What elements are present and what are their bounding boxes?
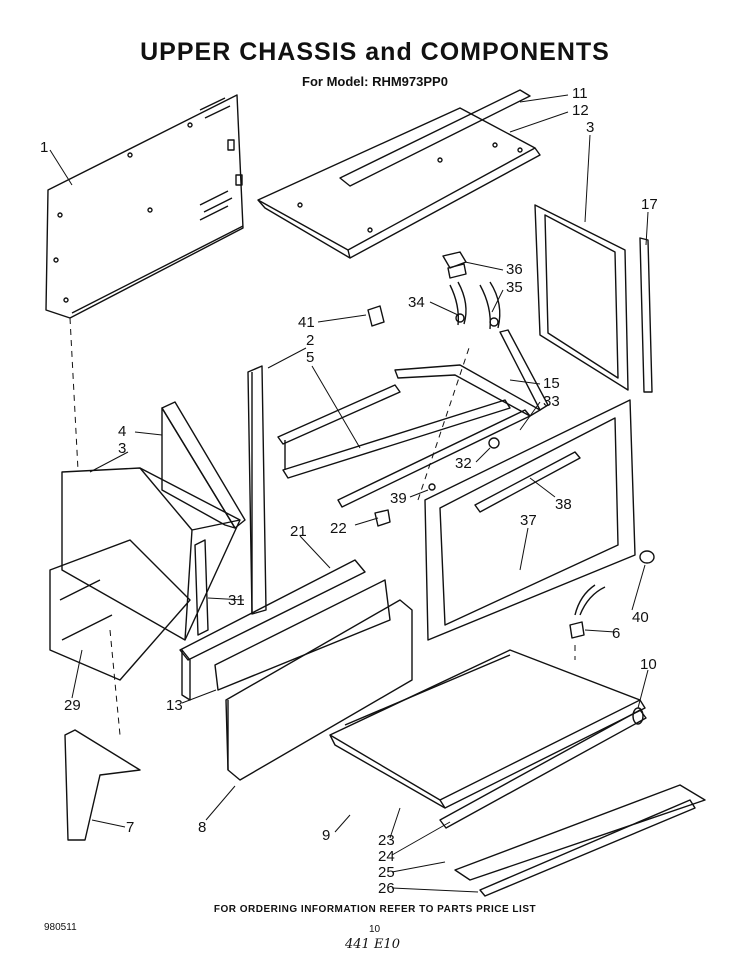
callout-11: 11	[572, 85, 588, 102]
callout-21: 21	[290, 523, 307, 540]
part-side-panel	[45, 94, 244, 319]
part-lower-panel	[225, 599, 413, 781]
part-rail-frame	[277, 364, 541, 508]
callout-1: 1	[40, 139, 49, 156]
page-title: UPPER CHASSIS and COMPONENTS	[140, 38, 610, 66]
page-number: 10	[369, 924, 381, 935]
callout-6: 6	[612, 625, 621, 642]
callout-3-top: 3	[586, 119, 595, 136]
part-top-chassis	[257, 89, 541, 259]
callout-38: 38	[555, 496, 572, 513]
ordering-note: FOR ORDERING INFORMATION REFER TO PARTS …	[213, 904, 537, 915]
leader-lines	[49, 94, 649, 893]
part-bottom-panel	[49, 539, 191, 681]
callout-8: 8	[198, 819, 207, 836]
callout-7: 7	[126, 819, 135, 836]
model-subtitle: For Model: RHM973PP0	[302, 74, 448, 89]
part-box-housing	[61, 467, 241, 641]
part-vertical-strip	[639, 237, 653, 393]
alignment-lines	[69, 317, 576, 736]
callout-36: 36	[506, 261, 523, 278]
handwritten-note: 441 E10	[345, 937, 400, 952]
part-lamp-reflector	[439, 707, 706, 897]
callout-22: 22	[330, 520, 347, 537]
callout-34: 34	[408, 294, 425, 311]
callout-5: 5	[306, 349, 315, 366]
callout-13: 13	[166, 697, 183, 714]
callout-9: 9	[322, 827, 331, 844]
callout-2: 2	[306, 332, 315, 349]
callout-3-left: 3	[118, 440, 127, 457]
callout-12: 12	[572, 102, 589, 119]
callout-32: 32	[455, 455, 472, 472]
document-number: 980511	[44, 922, 77, 933]
callout-31: 31	[228, 592, 245, 609]
callout-25: 25	[378, 864, 395, 881]
part-vertical-post	[247, 365, 267, 615]
callout-26: 26	[378, 880, 395, 897]
callout-23: 23	[378, 832, 395, 849]
part-small-fasteners	[374, 437, 500, 527]
callout-39: 39	[390, 490, 407, 507]
part-arm-15	[499, 329, 549, 411]
part-right-frame	[534, 204, 629, 391]
callout-24: 24	[378, 848, 395, 865]
part-side-bracket	[161, 401, 246, 529]
callout-4: 4	[118, 423, 127, 440]
part-knob-switch	[569, 550, 655, 639]
callout-29: 29	[64, 697, 81, 714]
part-bracket-7	[64, 729, 141, 841]
callout-40: 40	[632, 609, 649, 626]
part-base-tray	[329, 649, 646, 809]
part-clip-41	[367, 305, 385, 327]
part-door	[424, 399, 636, 641]
callout-17: 17	[641, 196, 658, 213]
callout-37: 37	[520, 512, 537, 529]
callout-41: 41	[298, 314, 315, 331]
callout-15: 15	[543, 375, 560, 392]
callout-33: 33	[543, 393, 560, 410]
callout-35: 35	[506, 279, 523, 296]
callout-10: 10	[640, 656, 657, 673]
